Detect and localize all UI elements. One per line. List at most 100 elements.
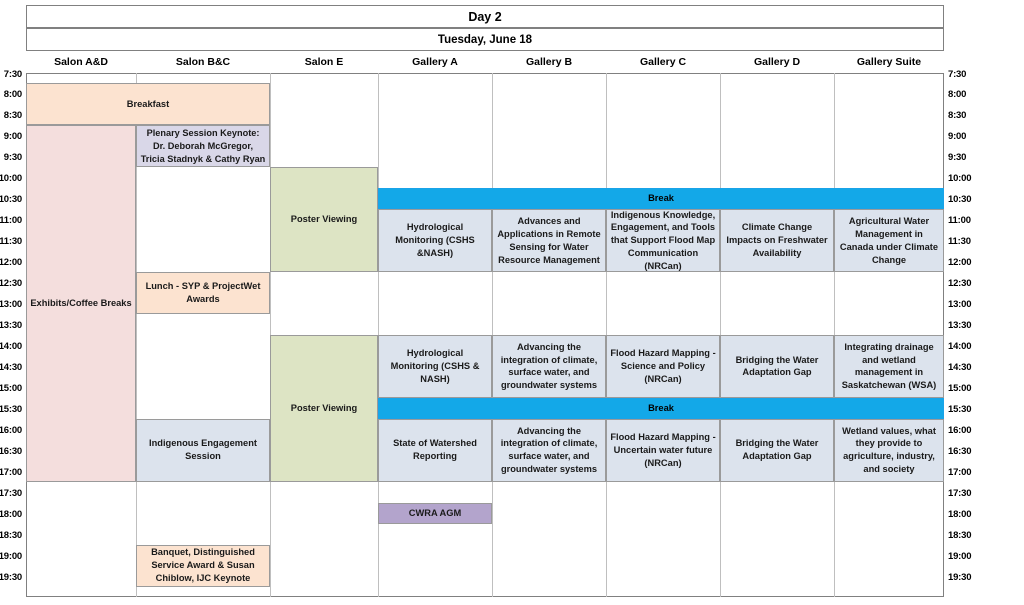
event-label: Flood Hazard Mapping - Science and Polic… <box>610 348 716 384</box>
time-label-right-1200: 12:00 <box>948 257 972 269</box>
time-label-right-1700: 17:00 <box>948 466 972 478</box>
event-am-gallery-a[interactable]: Hydrological Monitoring (CSHS &NASH) <box>378 209 492 273</box>
event-label: Hydrological Monitoring (CSHS &NASH) <box>395 222 475 259</box>
event-late-gallery-suite[interactable]: Wetland values, what they provide to agr… <box>834 418 944 482</box>
event-label: Advances and Applications in Remote Sens… <box>497 216 601 265</box>
event-label: Lunch - SYP & ProjectWet Awards <box>145 281 261 305</box>
event-plenary[interactable]: Plenary Session Keynote: Dr. Deborah McG… <box>136 125 270 168</box>
event-late-gallery-c[interactable]: Flood Hazard Mapping - Uncertain water f… <box>606 418 720 482</box>
time-label-left-830: 8:30 <box>3 110 22 122</box>
time-label-right-830: 8:30 <box>948 110 967 122</box>
event-banquet[interactable]: Banquet, Distinguished Service Award & S… <box>136 544 270 587</box>
event-label: Plenary Session Keynote: Dr. Deborah McG… <box>140 128 266 164</box>
time-label-right-1900: 19:00 <box>948 550 972 562</box>
event-label: Bridging the Water Adaptation Gap <box>735 438 819 462</box>
event-label: Wetland values, what they provide to agr… <box>842 425 936 475</box>
time-label-left-930: 9:30 <box>3 152 22 164</box>
event-am-gallery-d[interactable]: Climate Change Impacts on Freshwater Ava… <box>720 209 834 273</box>
time-label-right-900: 9:00 <box>948 131 967 143</box>
date-title: Tuesday, June 18 <box>26 28 944 51</box>
event-lunch[interactable]: Lunch - SYP & ProjectWet Awards <box>136 272 270 315</box>
time-label-left-1030: 10:30 <box>0 194 22 206</box>
event-pm-gallery-suite[interactable]: Integrating drainage and wetland managem… <box>834 335 944 398</box>
venue-header-salon-a-d: Salon A&D <box>26 51 136 73</box>
time-label-left-1330: 13:30 <box>0 320 22 331</box>
venue-header-gallery-d: Gallery D <box>720 51 834 73</box>
event-label: Bridging the Water Adaptation Gap <box>735 354 819 378</box>
event-label: Hydrological Monitoring (CSHS & NASH) <box>390 348 480 384</box>
time-label-right-1100: 11:00 <box>948 215 971 227</box>
event-indigenous[interactable]: Indigenous Engagement Session <box>136 418 270 482</box>
time-label-right-1730: 17:30 <box>948 487 972 499</box>
time-label-right-1030: 10:30 <box>948 194 972 206</box>
time-label-left-1800: 18:00 <box>0 508 22 520</box>
event-late-gallery-a[interactable]: State of Watershed Reporting <box>378 418 492 482</box>
event-label: Exhibits/Coffee Breaks <box>30 298 132 309</box>
event-pm-gallery-b[interactable]: Advancing the integration of climate, su… <box>492 335 606 398</box>
time-label-right-1000: 10:00 <box>948 173 972 185</box>
time-label-left-900: 9:00 <box>3 131 22 143</box>
event-label: Break <box>648 193 674 204</box>
time-label-right-1400: 14:00 <box>948 340 972 352</box>
time-label-left-800: 8:00 <box>3 89 22 101</box>
event-poster-pm[interactable]: Poster Viewing <box>270 335 378 482</box>
event-label: Climate Change Impacts on Freshwater Ava… <box>726 222 828 259</box>
venue-header-gallery-b: Gallery B <box>492 51 606 73</box>
event-pm-gallery-d[interactable]: Bridging the Water Adaptation Gap <box>720 335 834 398</box>
time-label-left-1530: 15:30 <box>0 403 22 415</box>
event-label: Banquet, Distinguished Service Award & S… <box>151 547 255 583</box>
venue-header-gallery-c: Gallery C <box>606 51 720 73</box>
venue-header-salon-b-c: Salon B&C <box>136 51 270 73</box>
time-label-right-1500: 15:00 <box>948 382 972 394</box>
event-break-am[interactable]: Break <box>378 188 944 210</box>
event-label: Integrating drainage and wetland managem… <box>841 341 937 391</box>
event-am-gallery-b[interactable]: Advances and Applications in Remote Sens… <box>492 209 606 273</box>
time-label-right-1330: 13:30 <box>948 320 972 331</box>
event-label: Poster Viewing <box>290 402 358 413</box>
event-exhibits[interactable]: Exhibits/Coffee Breaks <box>26 125 136 482</box>
time-label-right-1230: 12:30 <box>948 278 972 290</box>
event-cwra-agm[interactable]: CWRA AGM <box>378 502 492 524</box>
event-am-gallery-suite[interactable]: Agricultural Water Management in Canada … <box>834 209 944 273</box>
event-label: Indigenous Knowledge, Engagement, and To… <box>610 209 716 271</box>
time-label-left-1830: 18:30 <box>0 529 22 541</box>
time-label-right-1930: 19:30 <box>948 571 972 583</box>
event-late-gallery-b[interactable]: Advancing the integration of climate, su… <box>492 418 606 482</box>
event-late-gallery-d[interactable]: Bridging the Water Adaptation Gap <box>720 418 834 482</box>
event-poster-am[interactable]: Poster Viewing <box>270 167 378 273</box>
time-label-left-1200: 12:00 <box>0 257 22 269</box>
event-break-pm[interactable]: Break <box>378 397 944 419</box>
event-label: Advancing the integration of climate, su… <box>500 341 598 391</box>
time-label-left-1000: 10:00 <box>0 173 22 185</box>
time-label-left-730: 7:30 <box>3 68 22 80</box>
event-label: Indigenous Engagement Session <box>149 438 257 462</box>
event-label: Breakfast <box>126 99 170 109</box>
event-label: Poster Viewing <box>290 214 358 225</box>
time-label-left-1400: 14:00 <box>0 340 22 352</box>
venue-header-gallery-suite: Gallery Suite <box>834 51 944 73</box>
time-label-left-1100: 11:00 <box>0 215 22 227</box>
time-label-left-1430: 14:30 <box>0 361 22 373</box>
time-label-left-1730: 17:30 <box>0 487 22 499</box>
time-label-left-1230: 12:30 <box>0 278 22 290</box>
day-title: Day 2 <box>26 5 944 28</box>
time-label-left-1600: 16:00 <box>0 424 22 436</box>
event-label: Advancing the integration of climate, su… <box>500 425 598 475</box>
event-pm-gallery-c[interactable]: Flood Hazard Mapping - Science and Polic… <box>606 335 720 398</box>
event-label: CWRA AGM <box>408 507 462 518</box>
time-label-right-730: 7:30 <box>948 68 967 80</box>
event-label: Agricultural Water Management in Canada … <box>839 216 939 265</box>
time-label-right-1800: 18:00 <box>948 508 972 520</box>
time-label-left-1700: 17:00 <box>0 466 22 478</box>
time-label-right-1830: 18:30 <box>948 529 972 541</box>
time-label-left-1900: 19:00 <box>0 550 22 562</box>
event-am-gallery-c[interactable]: Indigenous Knowledge, Engagement, and To… <box>606 209 720 273</box>
event-breakfast[interactable]: Breakfast <box>26 83 270 126</box>
time-label-right-1300: 13:00 <box>948 299 972 311</box>
time-label-right-1630: 16:30 <box>948 445 972 457</box>
event-pm-gallery-a[interactable]: Hydrological Monitoring (CSHS & NASH) <box>378 335 492 398</box>
